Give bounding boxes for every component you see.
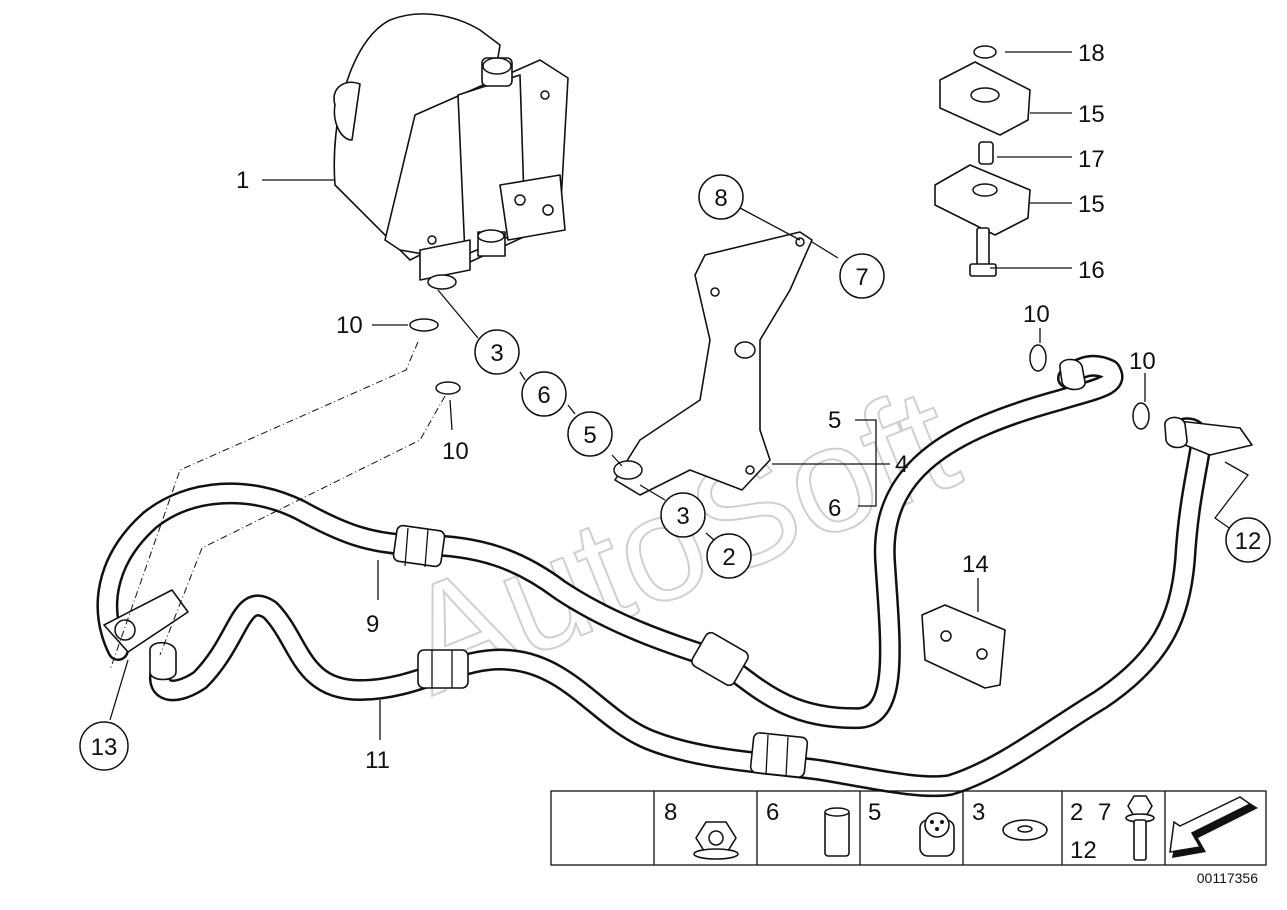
direction-arrow-icon	[1169, 796, 1258, 858]
callout-circle	[521, 371, 567, 417]
callout-12: 12	[1235, 528, 1262, 555]
diagram-id: 00117356	[1197, 870, 1258, 886]
pump-assembly	[333, 13, 569, 290]
callout-5: 5	[583, 422, 596, 449]
legend-label: 8	[664, 799, 677, 826]
o-ring	[435, 381, 461, 395]
clip-lower-15	[934, 164, 1031, 236]
washer-18	[973, 45, 997, 59]
callout-9: 9	[366, 611, 379, 638]
legend-table: 8 6 5 3 2 7 12	[550, 790, 1267, 866]
callout-7: 7	[855, 264, 868, 291]
pipe-collar	[392, 524, 446, 568]
dash-dot-lines	[109, 341, 446, 671]
callout-5: 5	[828, 407, 841, 434]
callout-circle	[660, 492, 706, 538]
callout-15: 15	[1078, 191, 1105, 218]
hex-bolt-icon	[1125, 795, 1155, 861]
spacer-17	[978, 141, 994, 165]
callout-13: 13	[91, 734, 118, 761]
pipe-collar	[691, 631, 749, 687]
callout-6: 6	[537, 382, 550, 409]
callout-4: 4	[895, 451, 908, 478]
clip-upper-15	[939, 61, 1031, 136]
callout-1: 1	[236, 167, 249, 194]
callout-circle	[1225, 517, 1271, 563]
legend-label: 3	[972, 799, 985, 826]
callout-6: 6	[828, 495, 841, 522]
callout-3: 3	[676, 503, 689, 530]
callout-18: 18	[1078, 40, 1105, 67]
callout-3: 3	[490, 340, 503, 367]
legend-label: 5	[868, 799, 881, 826]
o-ring	[1029, 344, 1047, 372]
washer-icon	[1002, 819, 1048, 841]
o-ring	[1132, 402, 1150, 430]
pipe-end-fitting	[103, 589, 189, 681]
callout-10: 10	[336, 312, 363, 339]
legend-label: 6	[766, 799, 779, 826]
callout-circle	[698, 174, 744, 220]
pipe-collar	[749, 732, 809, 778]
callout-circle	[839, 253, 885, 299]
legend-label: 2 7	[1070, 799, 1111, 826]
pipe-collar	[417, 649, 469, 689]
callout-15: 15	[1078, 101, 1105, 128]
callout-circle	[79, 721, 129, 771]
callout-10: 10	[1023, 301, 1050, 328]
clip-14	[921, 604, 1006, 689]
o-ring	[409, 318, 439, 332]
callout-17: 17	[1078, 146, 1105, 173]
callout-16: 16	[1078, 257, 1105, 284]
pipe-11	[149, 417, 1212, 798]
callout-14: 14	[962, 551, 989, 578]
callout-11: 11	[365, 747, 390, 774]
collar-nut-icon	[693, 821, 739, 860]
callout-2: 2	[722, 544, 735, 571]
leader-lines	[109, 51, 1249, 740]
callout-circle	[706, 533, 752, 579]
callout-8: 8	[714, 185, 727, 212]
bolt-16	[969, 227, 997, 277]
bracket	[613, 231, 813, 496]
sleeve-icon	[824, 807, 850, 857]
callout-10: 10	[1129, 348, 1156, 375]
pipe-end-fitting	[1164, 416, 1253, 456]
callout-circle	[567, 411, 613, 457]
pipe-end-fitting	[1059, 358, 1086, 391]
callout-10: 10	[442, 438, 469, 465]
callout-circle	[474, 329, 520, 375]
rubber-mount-icon	[919, 812, 955, 857]
legend-label: 12	[1070, 837, 1097, 864]
